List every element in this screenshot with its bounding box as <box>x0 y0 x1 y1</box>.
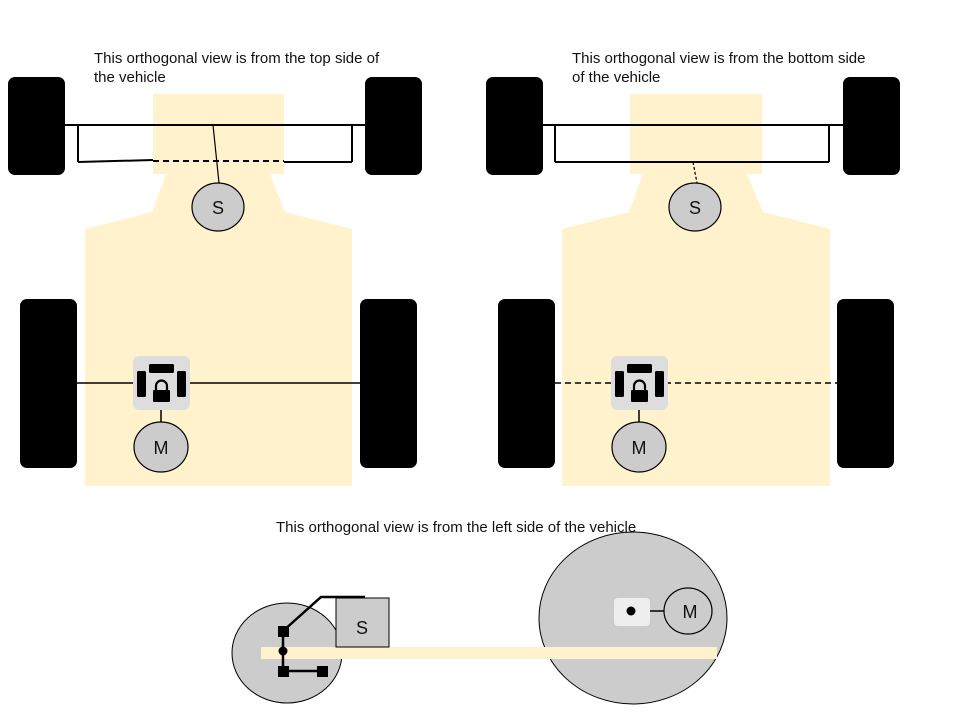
side-view-steering-servo <box>335 597 390 648</box>
bottom-view-differential <box>611 356 668 410</box>
bottom-view-wheel-rear-left <box>498 299 555 468</box>
bottom-view-wheel-front-right <box>843 77 900 175</box>
top-view-drive-motor-label: M <box>154 438 169 458</box>
top-view-differential <box>133 356 190 410</box>
top-view: This orthogonal view is from the top sid… <box>8 50 422 486</box>
side-view-steering-linkage <box>278 595 365 677</box>
side-view-caption: This orthogonal view is from the left si… <box>276 519 636 536</box>
top-view-chassis <box>85 94 352 486</box>
top-view-steering-linkage <box>65 124 365 184</box>
bottom-view-drive-motor-label: M <box>632 438 647 458</box>
side-view-steering-servo-label: S <box>356 618 368 638</box>
bottom-view-drive-motor <box>611 421 667 473</box>
top-view-caption-line-2: the vehicle <box>94 69 166 86</box>
top-view-wheel-rear-left <box>20 299 77 468</box>
bottom-view-wheel-front-left <box>486 77 543 175</box>
bottom-view-wheel-rear-right <box>837 299 894 468</box>
top-view-caption-line-1: This orthogonal view is from the top sid… <box>94 50 380 67</box>
padlock-differential-icon <box>137 364 186 402</box>
bottom-view-caption-line-2: of the vehicle <box>572 69 660 86</box>
bottom-view-steering-servo <box>668 182 722 232</box>
top-view-wheel-rear-right <box>360 299 417 468</box>
bottom-view-chassis <box>562 94 830 486</box>
top-view-wheel-front-left <box>8 77 65 175</box>
side-view-drive-motor-label: M <box>683 602 698 622</box>
top-view-steering-servo <box>191 182 245 232</box>
side-view-drive-motor <box>663 587 713 635</box>
top-view-drive-motor <box>133 421 189 473</box>
side-view-chassis <box>261 647 717 659</box>
top-view-wheel-front-right <box>365 77 422 175</box>
top-view-steering-servo-label: S <box>212 198 224 218</box>
bottom-view-steering-servo-label: S <box>689 198 701 218</box>
bottom-view-steering-linkage <box>543 124 843 184</box>
bottom-view-caption-line-1: This orthogonal view is from the bottom … <box>572 50 865 67</box>
side-view-axle-hub <box>626 606 636 616</box>
padlock-differential-icon <box>615 364 664 402</box>
side-view: This orthogonal view is from the left si… <box>231 519 728 705</box>
bottom-view: This orthogonal view is from the bottom … <box>486 50 900 486</box>
